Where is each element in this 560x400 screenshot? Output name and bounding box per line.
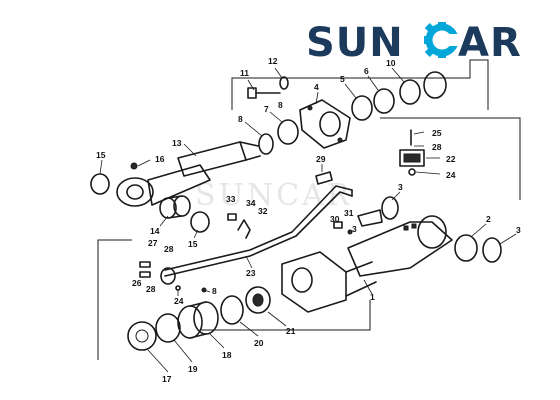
callout-33: 33	[226, 194, 236, 204]
nut-part-21	[245, 286, 271, 314]
callout-14: 14	[150, 226, 160, 236]
block-part-4	[299, 99, 351, 149]
callout-13: 13	[172, 138, 182, 148]
bearing-part-2	[454, 234, 478, 262]
callout-12: 12	[268, 56, 278, 66]
frame-bracket-bottom	[200, 300, 371, 331]
bearing-part-5	[351, 95, 373, 121]
callout-15-top: 15	[96, 150, 106, 160]
callout-28-left: 28	[164, 244, 174, 254]
bushing-part-14	[159, 195, 191, 219]
callout-11: 11	[240, 68, 249, 78]
brand-logo: SUN AR	[306, 20, 522, 66]
callout-5: 5	[340, 74, 345, 84]
callout-1: 1	[370, 292, 375, 302]
callout-6: 6	[364, 66, 369, 76]
callout-27: 27	[148, 238, 158, 248]
leader-lines	[99, 67, 517, 373]
seal-part-17	[127, 321, 157, 351]
bushing-part-15-top	[90, 173, 110, 195]
o-ring-part-24	[408, 168, 416, 176]
callout-24-right: 24	[446, 170, 456, 180]
frame-bracket-top	[231, 59, 489, 110]
brand-text-right: AR	[458, 20, 522, 66]
piston-part-18	[177, 301, 219, 339]
ring-part-8	[258, 133, 274, 155]
seal-ring	[423, 71, 447, 99]
ring-part-19	[155, 313, 181, 343]
fittings-group-center	[227, 209, 383, 239]
frame-bracket-left	[97, 239, 132, 360]
callout-17: 17	[162, 374, 172, 384]
callout-29: 29	[316, 154, 326, 164]
callout-34: 34	[246, 198, 256, 208]
callout-labels: 11 12 4 5 6 10 7 8 8 13 16 15 14 15 29 3…	[96, 56, 521, 384]
callout-19: 19	[188, 364, 198, 374]
pin-part-13	[177, 141, 261, 177]
bearing-part-7	[277, 119, 299, 145]
ring-part-3-right	[482, 237, 502, 263]
callout-24-left: 24	[174, 296, 184, 306]
bearing-part-6	[373, 88, 395, 114]
callout-26: 26	[132, 278, 142, 288]
frame-bracket-right	[380, 117, 521, 200]
cylinder-part-1	[281, 215, 453, 313]
block-part-22	[399, 149, 425, 167]
callout-28-low: 28	[146, 284, 156, 294]
fittings-group-left	[139, 261, 207, 293]
brand-text-left: SUN	[306, 20, 404, 66]
callout-10: 10	[386, 58, 396, 68]
callout-18: 18	[222, 350, 232, 360]
callout-30: 30	[330, 214, 340, 224]
callout-23: 23	[246, 268, 256, 278]
callout-3-center: 3	[352, 224, 357, 234]
callout-3-right: 3	[516, 225, 521, 235]
ring-part-20	[220, 295, 244, 325]
callout-22: 22	[446, 154, 456, 164]
callout-8-upper: 8	[278, 100, 283, 110]
callout-16: 16	[155, 154, 165, 164]
callout-4: 4	[314, 82, 319, 92]
ring-part-3-upper	[381, 196, 399, 220]
callout-25: 25	[432, 128, 442, 138]
fitting-part-29	[315, 171, 333, 185]
callout-20: 20	[254, 338, 264, 348]
washer-part-12	[279, 76, 289, 90]
bolt-part-11	[247, 87, 281, 99]
callout-15-bottom: 15	[188, 239, 198, 249]
watermark-text: SUNCAR	[195, 178, 352, 213]
callout-21: 21	[286, 326, 296, 336]
callout-2: 2	[486, 214, 491, 224]
rod-end-part-16	[116, 162, 211, 207]
callout-28-right: 28	[432, 142, 442, 152]
gear-icon	[424, 22, 461, 58]
callout-3-upper: 3	[398, 182, 403, 192]
callout-31: 31	[344, 208, 354, 218]
callout-32: 32	[258, 206, 268, 216]
callout-8-mid: 8	[238, 114, 243, 124]
callout-8-low: 8	[212, 286, 217, 296]
tube-part-23	[164, 185, 353, 277]
bushing-part-15-bottom	[190, 211, 210, 233]
ring-part-10	[399, 79, 421, 105]
callout-7: 7	[264, 104, 269, 114]
